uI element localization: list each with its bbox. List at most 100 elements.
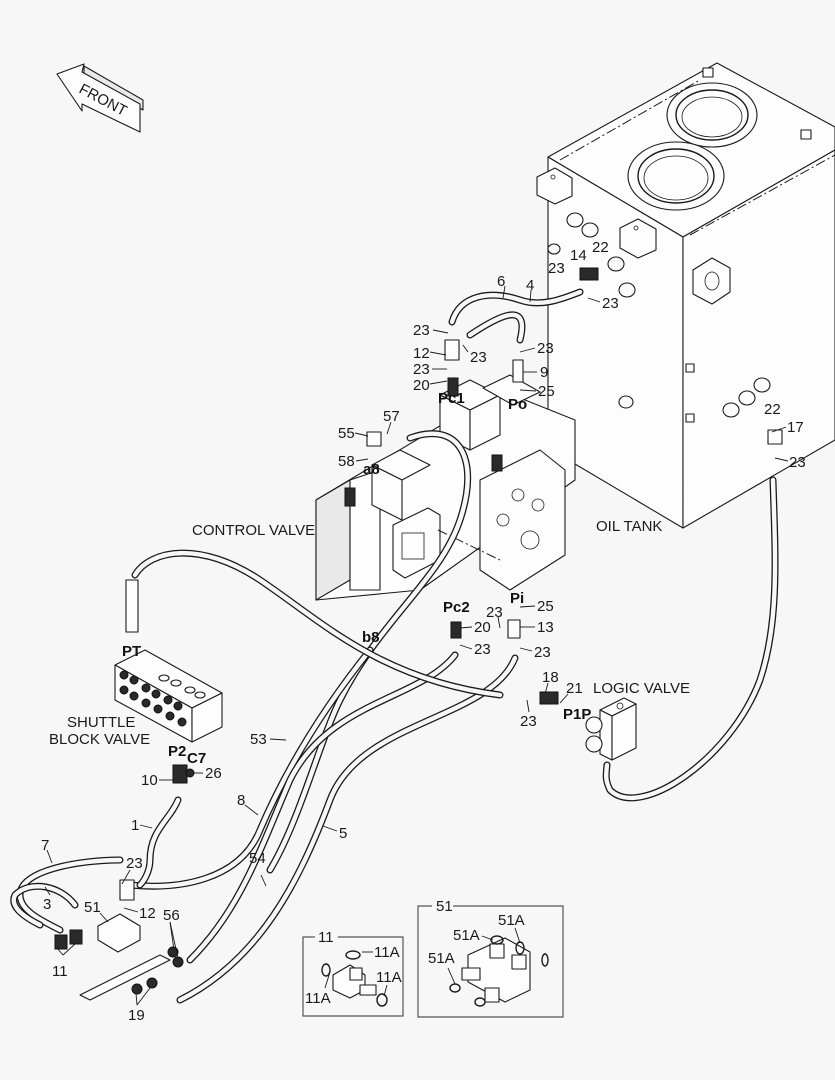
callout-5: 5 — [339, 825, 347, 842]
port-labels: Pc1 Po a8 b8 Pc2 Pi PT P2 C7 P1P — [122, 390, 591, 767]
tank-bracket-right — [619, 218, 657, 259]
tank-bracket-left — [536, 167, 573, 205]
callout-57: 57 — [383, 408, 400, 425]
callout-23i: 23 — [474, 641, 491, 658]
detail-51-label-a: 51A — [453, 927, 480, 944]
mounting-bracket — [79, 954, 171, 1001]
detail-box-51: 51 51A 51A 51A — [417, 898, 564, 1018]
fitting-pt-adapter — [125, 579, 139, 633]
detail-51-label-c: 51A — [428, 950, 455, 967]
fitting-9 — [512, 359, 524, 383]
callout-56: 56 — [163, 907, 180, 924]
shuttle-label-line2: BLOCK VALVE — [49, 731, 150, 748]
shuttle-ports — [119, 670, 206, 727]
callout-22b: 22 — [764, 401, 781, 418]
detail-51-label-b: 51A — [498, 912, 525, 929]
callout-11: 11 — [52, 963, 68, 980]
fitting-10 — [172, 764, 188, 784]
callout-4: 4 — [526, 277, 534, 294]
callout-18: 18 — [542, 669, 559, 686]
detail-11-label-c: 11A — [376, 969, 402, 986]
port-pt: PT — [122, 643, 141, 660]
callout-55: 55 — [338, 425, 355, 442]
callout-17: 17 — [787, 419, 804, 436]
front-direction-arrow: FRONT — [56, 63, 144, 133]
callout-13: 13 — [537, 619, 554, 636]
callout-23b: 23 — [602, 295, 619, 312]
callout-23c: 23 — [413, 322, 430, 339]
callout-23e: 23 — [413, 361, 430, 378]
tank-port-bosses — [547, 212, 771, 418]
callout-1: 1 — [131, 817, 139, 834]
port-c7: C7 — [187, 750, 206, 767]
oil-tank: OIL TANK — [536, 62, 835, 535]
callout-10: 10 — [141, 772, 158, 789]
fitting-17 — [767, 429, 783, 445]
port-p1p: P1P — [563, 706, 591, 723]
callout-21: 21 — [566, 680, 583, 697]
callout-6: 6 — [497, 273, 505, 290]
callout-23d: 23 — [470, 349, 487, 366]
fitting-12 — [444, 339, 460, 361]
detail-11-label-b: 11A — [305, 990, 331, 1007]
shuttle-block-valve: SHUTTLE BLOCK VALVE — [49, 649, 223, 748]
fitting-51 — [97, 913, 141, 953]
oil-tank-label: OIL TANK — [596, 518, 662, 535]
callout-23k: 23 — [520, 713, 537, 730]
callout-25a: 25 — [538, 383, 555, 400]
callout-53: 53 — [250, 731, 267, 748]
callout-23l: 23 — [126, 855, 143, 872]
callout-12b: 12 — [139, 905, 156, 922]
logic-valve-label: LOGIC VALVE — [593, 680, 690, 697]
callout-51: 51 — [84, 899, 101, 916]
control-valve-label: CONTROL VALVE — [192, 522, 315, 539]
fitting-20b — [450, 621, 462, 639]
fittings — [54, 267, 783, 1001]
control-valve: CONTROL VALVE — [192, 374, 576, 601]
port-po: Po — [508, 396, 527, 413]
callout-12a: 12 — [413, 345, 430, 362]
port-b8: b8 — [362, 629, 380, 646]
callout-26: 26 — [205, 765, 222, 782]
callout-23h: 23 — [486, 604, 503, 621]
fitting-20 — [447, 377, 459, 397]
callout-9: 9 — [540, 364, 548, 381]
fitting-13 — [507, 619, 521, 639]
callout-23j: 23 — [534, 644, 551, 661]
fitting-14 — [579, 267, 599, 281]
callout-8: 8 — [237, 792, 245, 809]
fitting-26 — [185, 768, 195, 778]
callout-23g: 23 — [789, 454, 806, 471]
detail-box-11: 11 11A 11A 11A — [302, 929, 404, 1017]
tank-top-port-front — [627, 141, 725, 211]
shuttle-label-line1: SHUTTLE — [67, 714, 135, 731]
callout-58: 58 — [338, 453, 355, 470]
callout-3: 3 — [43, 896, 51, 913]
fitting-12b — [119, 879, 135, 901]
hose-54 — [186, 651, 459, 964]
port-pi: Pi — [510, 590, 524, 607]
callouts: 6 4 23 14 22 23 23 12 23 23 20 23 9 25 5… — [41, 239, 806, 1024]
hose-5 — [176, 654, 519, 1004]
detail-box-51-title: 51 — [436, 898, 453, 915]
port-p2: P2 — [168, 743, 186, 760]
callout-23a: 23 — [548, 260, 565, 277]
fitting-11a — [54, 934, 68, 950]
logic-valve: LOGIC VALVE — [585, 680, 690, 761]
fitting-11b — [69, 929, 83, 945]
fitting-55 — [366, 431, 382, 447]
callout-25b: 25 — [537, 598, 554, 615]
tank-top-port-rear — [666, 82, 758, 148]
hoses — [10, 288, 779, 1004]
callout-20b: 20 — [474, 619, 491, 636]
callout-14: 14 — [570, 247, 587, 264]
detail-box-11-title: 11 — [318, 929, 334, 946]
port-pc1: Pc1 — [438, 390, 465, 407]
callout-22a: 22 — [592, 239, 609, 256]
detail-11-label-a: 11A — [374, 944, 400, 961]
fitting-18 — [539, 691, 559, 705]
port-a8: a8 — [363, 461, 380, 478]
callout-19: 19 — [128, 1007, 145, 1024]
callout-23f: 23 — [537, 340, 554, 357]
